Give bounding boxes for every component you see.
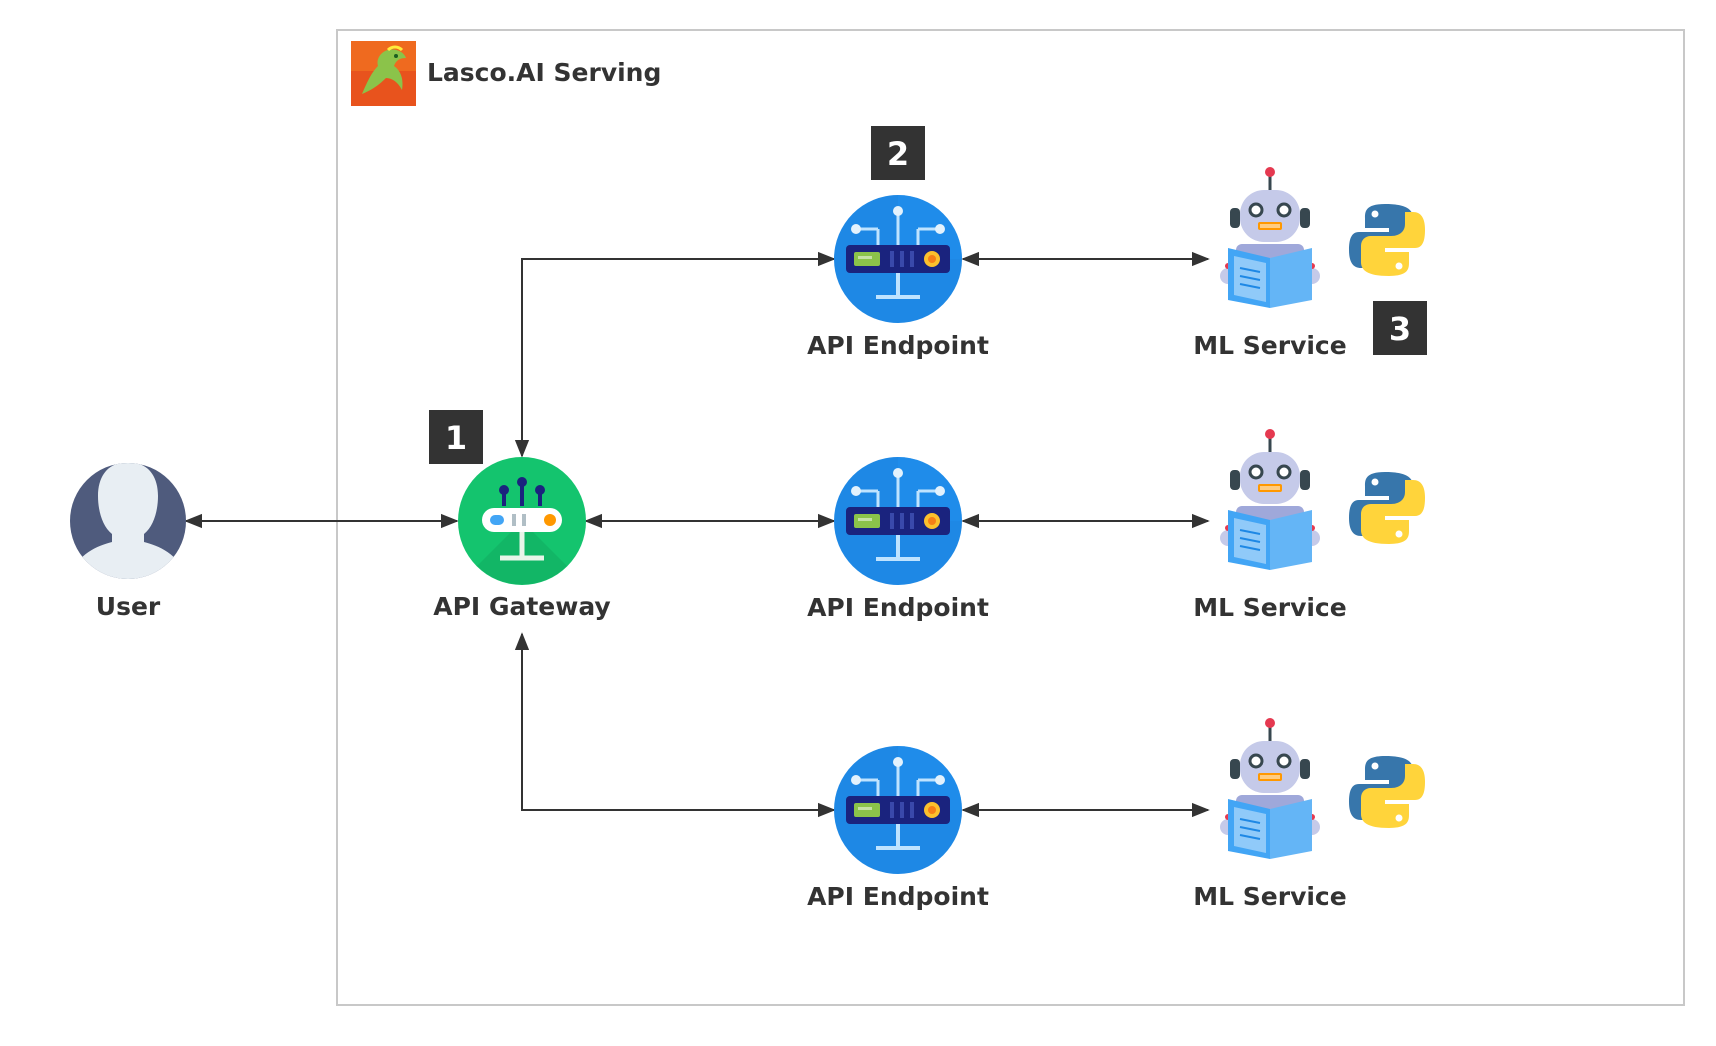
- api-gateway-router-icon: [458, 457, 586, 585]
- endpoint-label: API Endpoint: [807, 882, 989, 911]
- service-label: ML Service: [1193, 331, 1346, 360]
- api-endpoint-server-icon: [832, 455, 964, 587]
- connectors: [184, 251, 1210, 818]
- badge-2: 2: [871, 126, 925, 180]
- user-label: User: [96, 592, 161, 621]
- python-logo-icon: [1349, 756, 1425, 828]
- endpoint-label: API Endpoint: [807, 331, 989, 360]
- robot-reading-book-icon: [1218, 165, 1322, 310]
- endpoint-label: API Endpoint: [807, 593, 989, 622]
- svg-text:1: 1: [445, 419, 467, 457]
- badge-3: 3: [1373, 301, 1427, 355]
- api-endpoint-node-3: API Endpoint: [807, 744, 989, 911]
- connector-gateway-endpoint-3: [514, 632, 836, 818]
- container-title: Lasco.AI Serving: [427, 58, 661, 87]
- api-gateway-node: API Gateway: [433, 457, 611, 621]
- user-node: User: [70, 463, 186, 621]
- api-endpoint-server-icon: [832, 193, 964, 325]
- ml-service-node-3: ML Service: [1193, 716, 1425, 911]
- connector-gateway-endpoint-1: [514, 251, 836, 458]
- svg-text:3: 3: [1389, 310, 1411, 348]
- user-avatar-icon: [70, 463, 186, 579]
- ml-service-node-2: ML Service: [1193, 427, 1425, 622]
- robot-reading-book-icon: [1218, 427, 1322, 572]
- api-endpoint-node-2: API Endpoint: [807, 455, 989, 622]
- service-label: ML Service: [1193, 593, 1346, 622]
- ml-service-node-1: ML Service: [1193, 165, 1425, 360]
- api-endpoint-node-1: API Endpoint: [807, 193, 989, 360]
- robot-reading-book-icon: [1218, 716, 1322, 861]
- service-label: ML Service: [1193, 882, 1346, 911]
- gateway-label: API Gateway: [433, 592, 610, 621]
- svg-text:2: 2: [887, 135, 909, 173]
- python-logo-icon: [1349, 204, 1425, 276]
- python-logo-icon: [1349, 472, 1425, 544]
- badge-1: 1: [429, 410, 483, 464]
- api-endpoint-server-icon: [832, 744, 964, 876]
- lasco-horse-logo-icon: [351, 41, 416, 106]
